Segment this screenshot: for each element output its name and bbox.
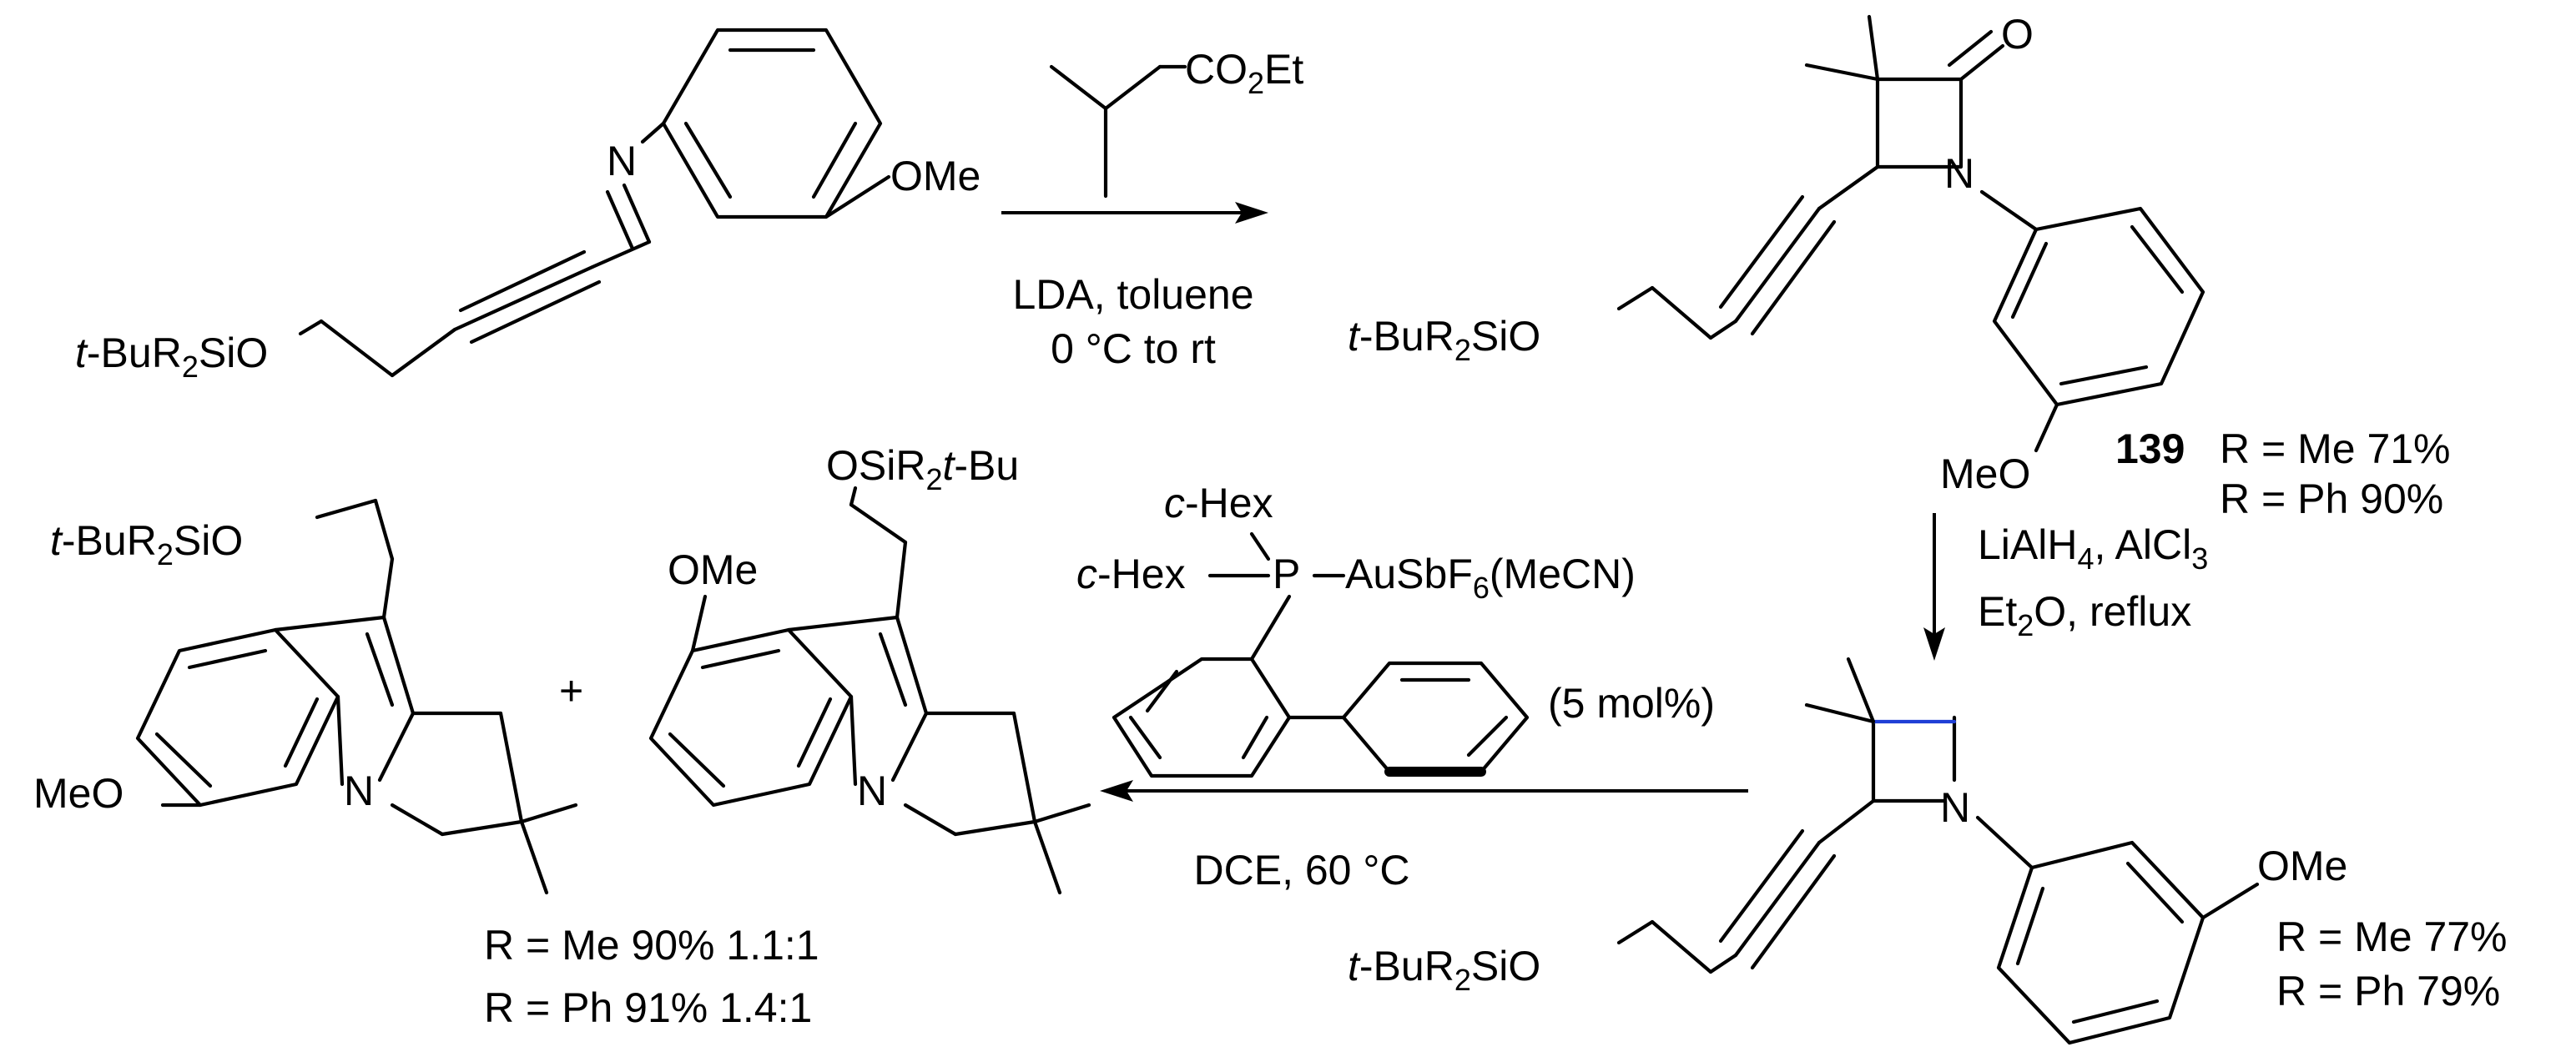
catalyst-p-label: P	[1273, 551, 1300, 597]
gold-catalyst-structure: c-Hex c-Hex P AuSbF6(MeCN) (5 mol%)	[1076, 480, 1715, 778]
azetidine-silyl-label: t-BuR2SiO	[1348, 943, 1540, 997]
product1-meo-label: MeO	[33, 770, 124, 817]
step2-arrow: LiAlH4, AlCl3 Et2O, reflux	[1923, 513, 2208, 661]
step1-condition-2: 0 °C to rt	[1051, 325, 1216, 372]
imine-silyl-label: t-BuR2SiO	[75, 330, 268, 384]
catalyst-hex-1: c-Hex	[1164, 480, 1273, 526]
catalyst-hex-2: c-Hex	[1076, 551, 1186, 597]
azetidine-yield-1: R = Me 77%	[2276, 914, 2508, 960]
imine-structure: N OMe t-BuR2SiO	[75, 28, 980, 384]
step3-condition: DCE, 60 °C	[1194, 847, 1410, 893]
step3-arrow: DCE, 60 °C	[1100, 780, 1748, 893]
azetidine-ome-label: OMe	[2257, 843, 2347, 889]
reagent-ester-label: CO2Et	[1185, 46, 1303, 100]
lactam-silyl-label: t-BuR2SiO	[1348, 313, 1540, 367]
lactam-yield-1: R = Me 71%	[2220, 425, 2451, 472]
azetidine-structure: N OMe t-BuR2SiO R = Me 77% R = Ph 79%	[1348, 657, 2508, 1045]
lactam-structure: O N MeO t-BuR2SiO 139 R = Me 71% R = Ph …	[1348, 11, 2451, 522]
lactam-n-label: N	[1944, 150, 1974, 197]
product2-silyl-label: OSiR2t-Bu	[826, 442, 1019, 496]
ratio-line-2: R = Ph 91% 1.4:1	[484, 984, 812, 1031]
product1-structure: N MeO t-BuR2SiO	[33, 498, 578, 895]
step2-condition-2: Et2O, reflux	[1978, 588, 2191, 642]
product2-n-label: N	[857, 768, 887, 814]
compound-number: 139	[2115, 425, 2185, 472]
product2-ome-label: OMe	[668, 546, 758, 593]
lactam-yield-2: R = Ph 90%	[2220, 476, 2443, 522]
imine-n-label: N	[607, 138, 637, 184]
product2-structure: N OMe OSiR2t-Bu	[648, 442, 1091, 895]
plus-sign: +	[559, 667, 583, 714]
ratio-line-1: R = Me 90% 1.1:1	[484, 922, 819, 969]
imine-ome-label: OMe	[890, 153, 980, 199]
catalyst-loading: (5 mol%)	[1548, 680, 1715, 727]
lactam-o-label: O	[2001, 11, 2034, 58]
catalyst-gold-label: AuSbF6(MeCN)	[1345, 551, 1636, 605]
product1-silyl-label: t-BuR2SiO	[50, 517, 243, 571]
step2-condition-1: LiAlH4, AlCl3	[1978, 521, 2208, 576]
step1-condition-1: LDA, toluene	[1012, 271, 1253, 318]
step1-arrow: CO2Et LDA, toluene 0 °C to rt	[1001, 46, 1303, 372]
lactam-meo-label: MeO	[1940, 450, 2030, 497]
azetidine-yield-2: R = Ph 79%	[2276, 968, 2500, 1014]
product1-n-label: N	[344, 768, 374, 814]
azetidine-n-label: N	[1940, 784, 1970, 831]
